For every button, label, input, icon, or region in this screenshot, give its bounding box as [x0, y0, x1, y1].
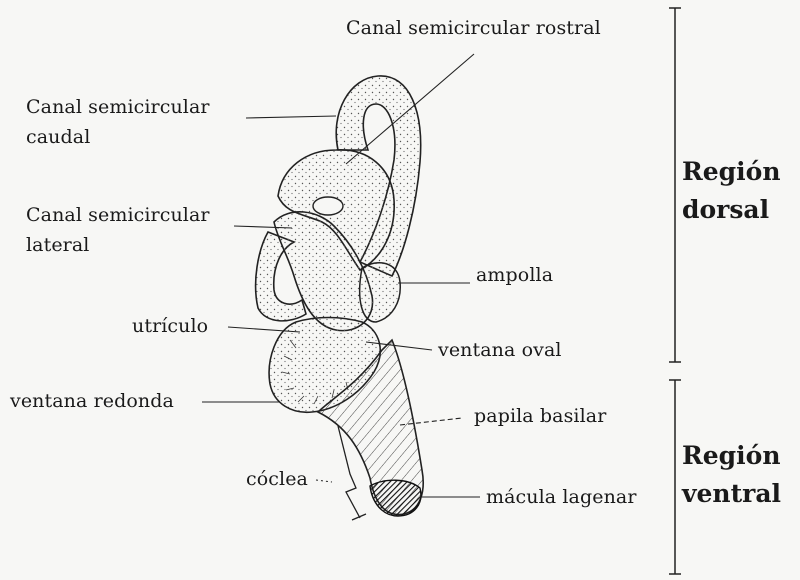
region-brackets	[669, 8, 681, 574]
label-coclea: cóclea	[246, 467, 308, 491]
region-ventral-line1: Región	[682, 438, 781, 473]
leader-coclea	[316, 480, 332, 482]
ampolla-shape	[360, 263, 401, 322]
label-canal-lateral-line2: lateral	[26, 233, 89, 257]
region-dorsal-line1: Región	[682, 154, 781, 189]
label-utriculo: utrículo	[132, 314, 208, 338]
label-papila-basilar: papila basilar	[474, 404, 606, 428]
region-ventral-line2: ventral	[682, 476, 781, 511]
label-canal-caudal-line2: caudal	[26, 125, 90, 149]
label-ventana-oval: ventana oval	[438, 338, 562, 362]
label-ventana-redonda: ventana redonda	[10, 389, 174, 413]
label-canal-lateral-line1: Canal semicircular	[26, 203, 210, 227]
leader-caudal	[246, 116, 336, 118]
label-ampolla: ampolla	[476, 263, 553, 287]
label-canal-caudal-line1: Canal semicircular	[26, 95, 210, 119]
label-macula-lagenar: mácula lagenar	[486, 485, 637, 509]
label-canal-rostral: Canal semicircular rostral	[346, 16, 601, 40]
macula-lagenar-shape	[370, 480, 421, 516]
region-dorsal-line2: dorsal	[682, 192, 769, 227]
